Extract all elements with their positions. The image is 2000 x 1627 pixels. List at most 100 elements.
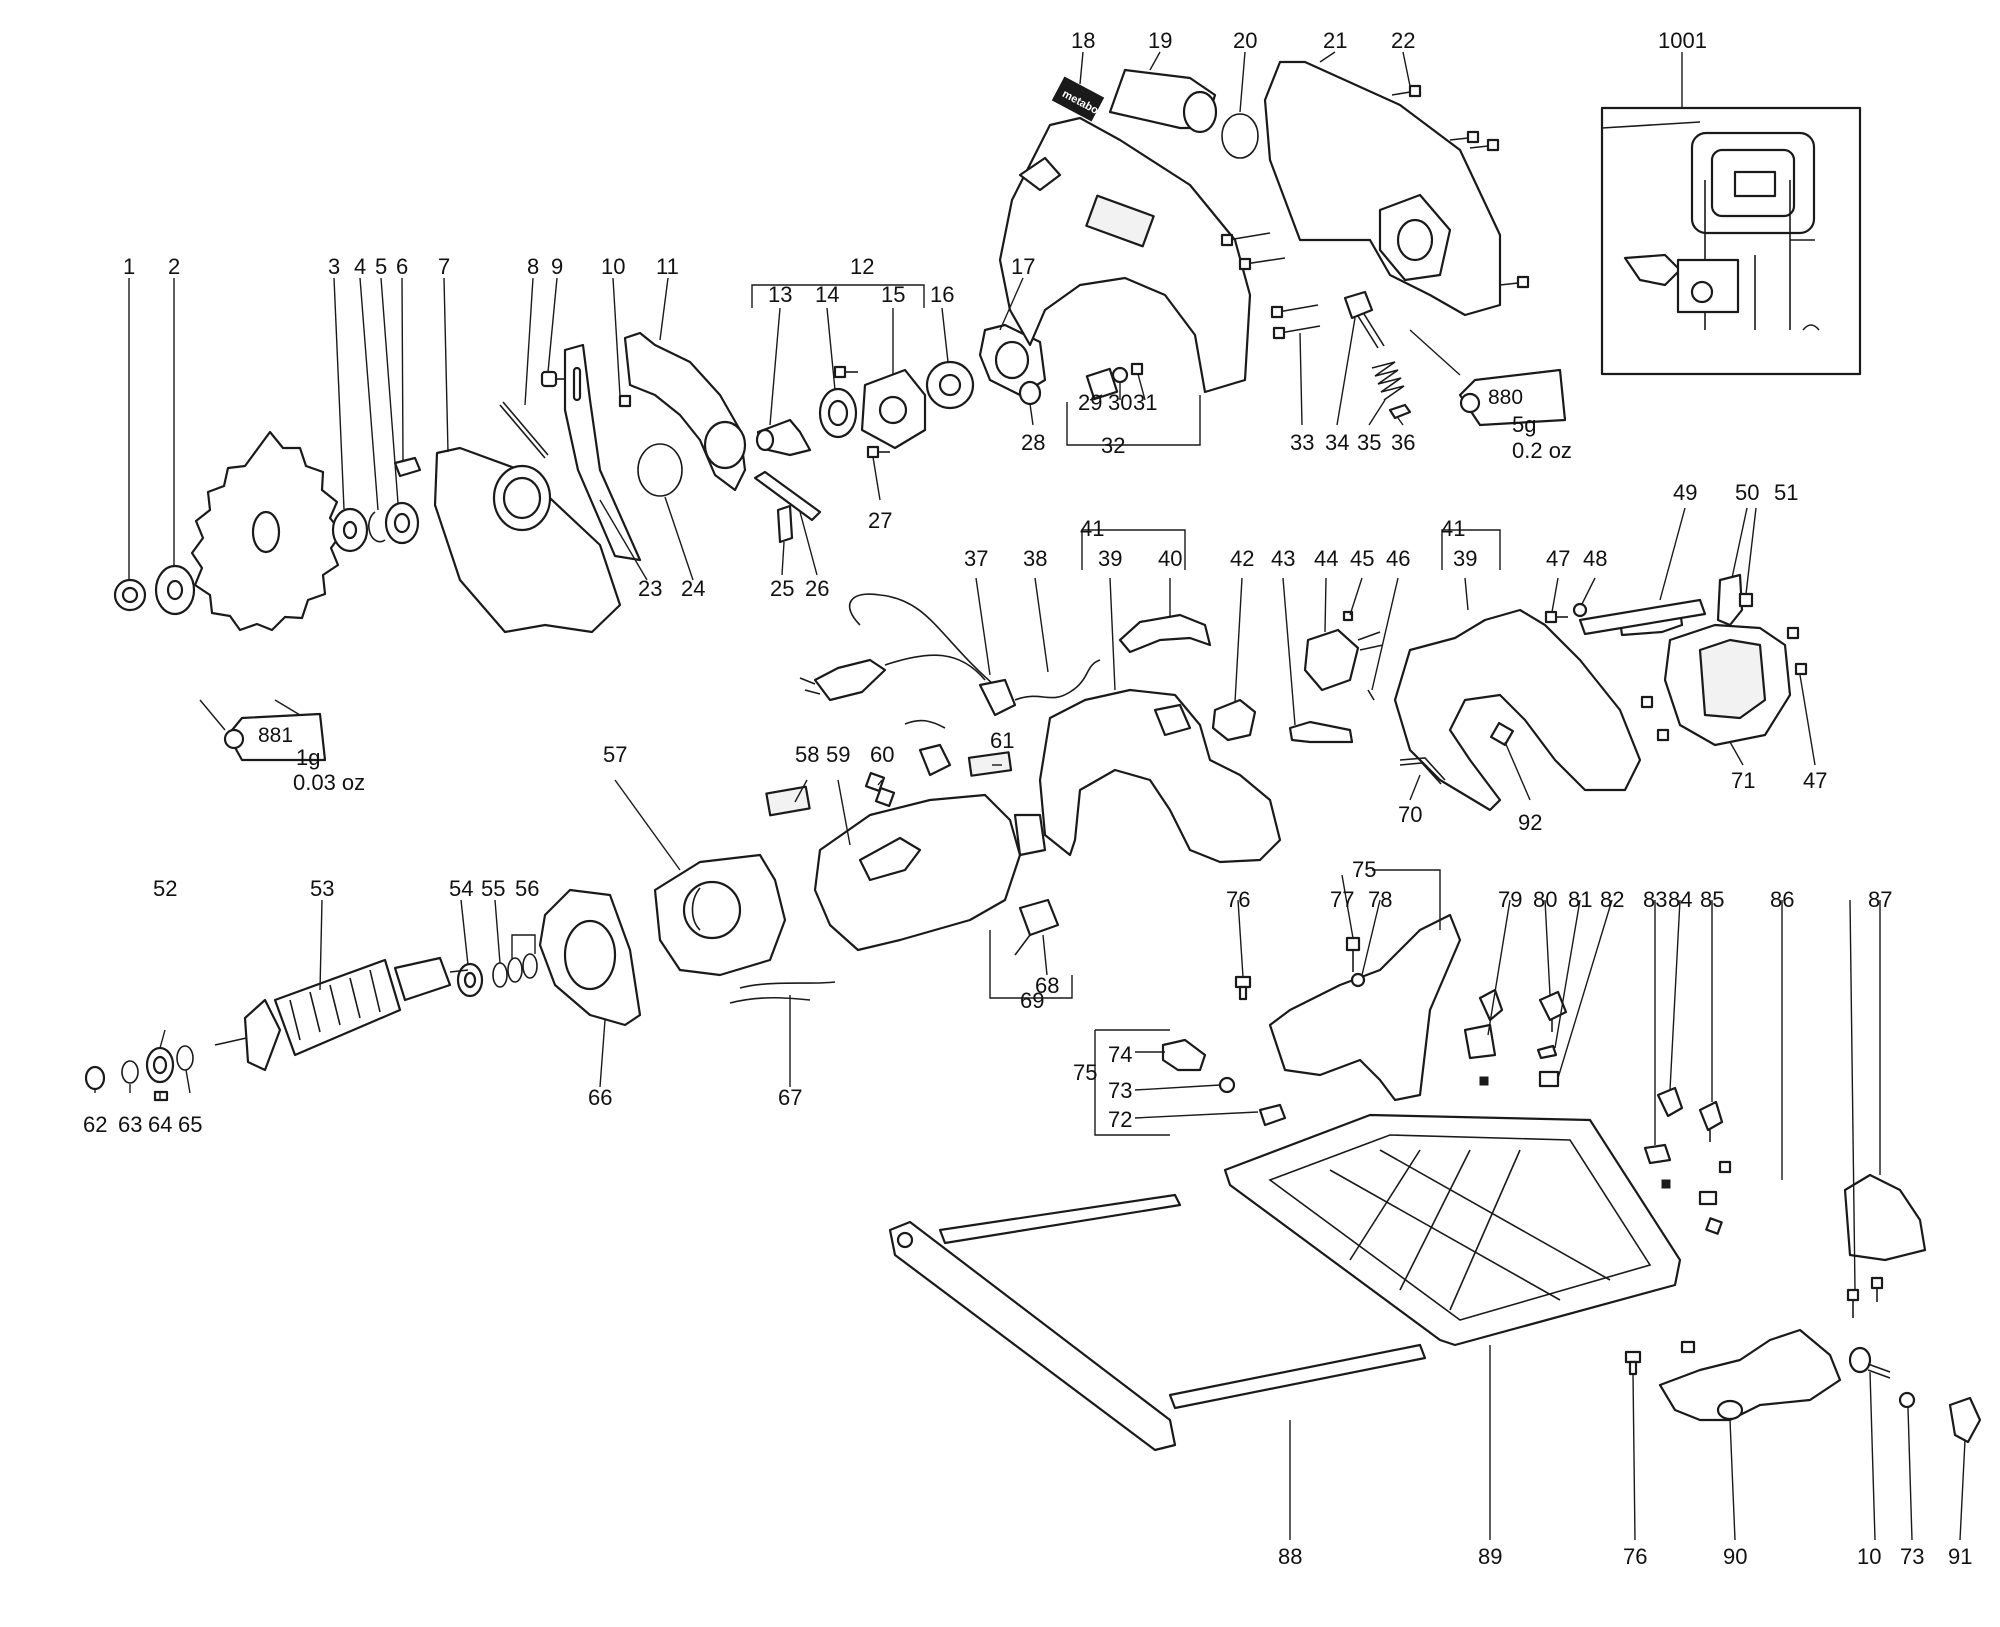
- callout-74: 74: [1108, 1042, 1132, 1067]
- screw-10: [618, 394, 632, 408]
- washer-65: [176, 1045, 194, 1071]
- callout-20: 20: [1233, 28, 1257, 53]
- screws-22: [1391, 84, 1530, 289]
- bearing-52: [145, 1046, 175, 1084]
- callout-53: 53: [310, 876, 334, 901]
- callout-78: 78: [1368, 887, 1392, 912]
- callout-15: 15: [881, 282, 905, 307]
- tube-880-amount-oz: 0.2 oz: [1512, 438, 1572, 463]
- grease-tube-880: 880: [1458, 368, 1567, 427]
- callout-58: 58: [795, 742, 819, 767]
- callout-79: 79: [1498, 887, 1522, 912]
- motor-cover-71: [1663, 623, 1792, 747]
- screw-90b: [1680, 1340, 1696, 1354]
- circlip: [368, 511, 386, 543]
- outer-flange: [154, 564, 196, 616]
- grease-tube-881: 881: [223, 712, 327, 762]
- callout-90: 90: [1723, 1544, 1747, 1569]
- screw-31: [1130, 362, 1144, 376]
- callout-92: 92: [1518, 810, 1542, 835]
- wing-knob-80: [1538, 990, 1568, 1032]
- callout-labels: 1 2 3 4 5 6 7 8 9 10 11 12 13 14 15 16 1…: [83, 28, 1972, 1569]
- svg-text:881: 881: [258, 724, 293, 747]
- callout-47-right: 47: [1803, 768, 1827, 793]
- callout-76-top: 76: [1226, 887, 1250, 912]
- callout-10-bottom: 10: [1857, 1544, 1881, 1569]
- spring-35: [1371, 361, 1405, 401]
- callout-75-top: 75: [1352, 857, 1376, 882]
- callout-68: 68: [1035, 973, 1059, 998]
- callout-5: 5: [375, 254, 387, 279]
- callout-50: 50: [1735, 480, 1759, 505]
- callout-77: 77: [1330, 887, 1354, 912]
- switch-cover-42: [1211, 698, 1257, 742]
- bearing-54: [456, 962, 484, 998]
- callout-1: 1: [123, 254, 135, 279]
- callout-63: 63: [118, 1112, 142, 1137]
- bracket-plate-79b: [1463, 1023, 1497, 1060]
- washer-30: [1111, 366, 1129, 384]
- screw-27: [866, 445, 890, 459]
- pivot-pin-49: [1578, 598, 1707, 637]
- callout-38: 38: [1023, 546, 1047, 571]
- stop-74: [1161, 1038, 1207, 1072]
- clamp-plate-25: [776, 504, 794, 544]
- callout-66: 66: [588, 1085, 612, 1110]
- armature-53: [214, 956, 469, 1072]
- small-square-85b: [1661, 1179, 1671, 1189]
- bearing-flange-15: [860, 368, 927, 450]
- callout-60: 60: [870, 742, 894, 767]
- needle-bearing-28: [1018, 380, 1042, 406]
- callout-1001: 1001: [1658, 28, 1707, 53]
- washer-63: [121, 1060, 139, 1084]
- callout-23: 23: [638, 576, 662, 601]
- callout-84: 84: [1668, 887, 1692, 912]
- screw-76-top: [1234, 975, 1252, 1001]
- callout-48: 48: [1583, 546, 1607, 571]
- knob-91: [1948, 1396, 1982, 1444]
- callout-51: 51: [1774, 480, 1798, 505]
- callout-46: 46: [1386, 546, 1410, 571]
- callout-30: 30: [1108, 390, 1132, 415]
- cable-leads-38: [1014, 659, 1101, 701]
- callout-11: 11: [656, 254, 679, 279]
- slide-nut-85c: [1698, 1190, 1718, 1206]
- callout-13: 13: [768, 282, 792, 307]
- callout-41-right: 41: [1441, 516, 1465, 541]
- callout-19: 19: [1148, 28, 1172, 53]
- callout-35: 35: [1357, 430, 1381, 455]
- wing-knob-85: [1698, 1100, 1724, 1142]
- callout-42: 42: [1230, 546, 1254, 571]
- washer-48: [1572, 602, 1588, 618]
- key-64: [153, 1090, 169, 1102]
- callout-75-left: 75: [1073, 1060, 1097, 1085]
- knob-72: [1258, 1103, 1287, 1127]
- callout-82: 82: [1600, 887, 1624, 912]
- handle-half-39-left: [1038, 688, 1282, 864]
- callout-41-left: 41: [1080, 516, 1104, 541]
- callout-57: 57: [603, 742, 627, 767]
- callout-24: 24: [681, 576, 705, 601]
- leader-lines: [94, 51, 1966, 1541]
- nut-85d: [1705, 1217, 1723, 1235]
- small-square-79c: [1479, 1076, 1489, 1086]
- callout-12: 12: [850, 254, 874, 279]
- callout-81: 81: [1568, 887, 1592, 912]
- base-plate-89: [1223, 1113, 1682, 1347]
- gear-housing-cover-21: [1263, 60, 1502, 317]
- callout-9: 9: [551, 254, 563, 279]
- wing-knob-84: [1656, 1086, 1684, 1118]
- callout-56: 56: [515, 876, 539, 901]
- callout-55: 55: [481, 876, 505, 901]
- callout-32: 32: [1101, 433, 1125, 458]
- metabo-logo-plate: metabo: [1051, 76, 1105, 122]
- guide-scale-87: [1843, 1173, 1927, 1262]
- washer-73-top: [1218, 1076, 1236, 1094]
- tube-881-amount-g: 1g: [296, 745, 320, 770]
- pin-46: [1367, 689, 1375, 701]
- bevel-bracket-75: [1268, 913, 1462, 1102]
- screw-51: [1738, 592, 1754, 608]
- washer-73-bottom: [1898, 1391, 1916, 1409]
- callout-72: 72: [1108, 1107, 1132, 1132]
- handle-cap-40: [1118, 613, 1212, 654]
